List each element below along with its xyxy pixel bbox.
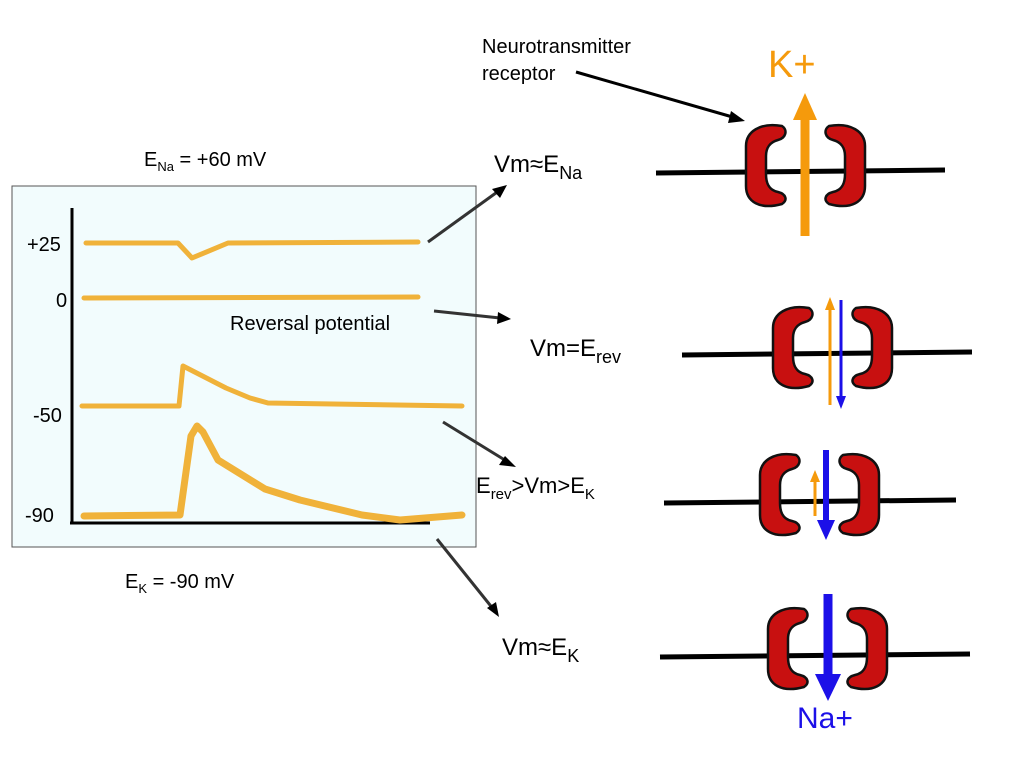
na-arrowhead: [815, 674, 841, 701]
channel-right-subunit: [851, 305, 894, 390]
state-label-vm-ena: Vm≈ENa: [494, 151, 583, 183]
channel-left-subunit: [771, 305, 814, 390]
state-label-vm-erev: Vm=Erev: [530, 335, 621, 367]
channel-3: [663, 450, 957, 540]
arrowhead: [499, 456, 516, 467]
connector-arrow: [435, 538, 496, 611]
arrowhead: [487, 602, 499, 617]
arrowhead: [492, 185, 507, 198]
channel-1: K+: [655, 44, 946, 236]
trace-minus90: [80, 422, 466, 524]
connector-arrow: [442, 420, 509, 464]
trace-panel: [11, 185, 477, 548]
arrowhead: [497, 312, 511, 324]
tick-label: -90: [25, 505, 54, 527]
channel-left-subunit: [744, 123, 787, 208]
tick-label: +25: [27, 234, 61, 256]
e-na-label: ENa = +60 mV: [144, 149, 267, 174]
channel-left-subunit: [758, 452, 801, 537]
k-ion-label: K+: [768, 44, 816, 86]
na-arrowhead: [817, 520, 835, 540]
channel-left-subunit: [766, 606, 809, 691]
tick-label: -50: [33, 405, 62, 427]
channel-right-subunit: [846, 606, 889, 691]
connector-arrow: [433, 309, 501, 320]
membrane-line: [681, 349, 973, 358]
k-arrowhead: [825, 297, 835, 310]
state-label-erev-vm-ek: Erev>Vm>EK: [476, 473, 595, 503]
channel-right-subunit: [824, 123, 867, 208]
channel-right-subunit: [838, 452, 881, 537]
na-ion-label: Na+: [797, 702, 853, 735]
channel-2: [681, 297, 973, 409]
k-arrowhead: [810, 470, 820, 482]
tick-label: 0: [56, 290, 67, 312]
arrowhead: [728, 111, 745, 123]
channel-4: Na+: [659, 594, 971, 735]
trace-minus50: [79, 363, 465, 409]
receptor-pointer-arrow: [575, 70, 737, 120]
connector-arrow: [427, 188, 501, 244]
na-arrowhead: [836, 396, 846, 409]
e-k-label: EK = -90 mV: [125, 571, 235, 596]
reversal-potential-label: Reversal potential: [230, 313, 390, 335]
trace-plus25: [83, 239, 421, 261]
membrane-line: [663, 497, 957, 506]
k-arrowhead: [793, 93, 817, 120]
trace-zero: [81, 294, 421, 301]
membrane-line: [659, 651, 971, 660]
state-label-vm-ek: Vm≈EK: [502, 634, 579, 666]
